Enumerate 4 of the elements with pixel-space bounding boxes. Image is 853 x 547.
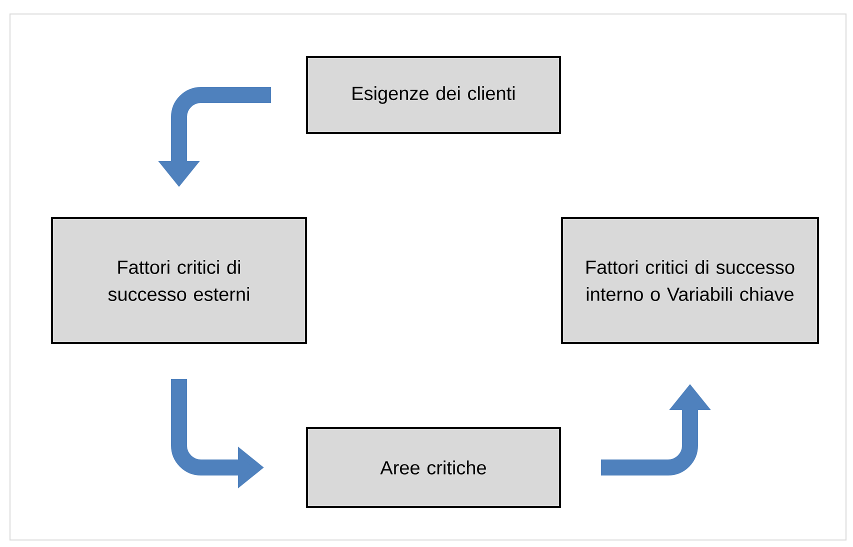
text-box: Fattori critici di successo interno o Variabili chiave	[561, 217, 819, 344]
text-box: Aree critiche	[306, 427, 561, 508]
text-box: Fattori critici di successo esterni	[51, 217, 307, 344]
text-box: Esigenze dei clienti	[306, 56, 561, 134]
